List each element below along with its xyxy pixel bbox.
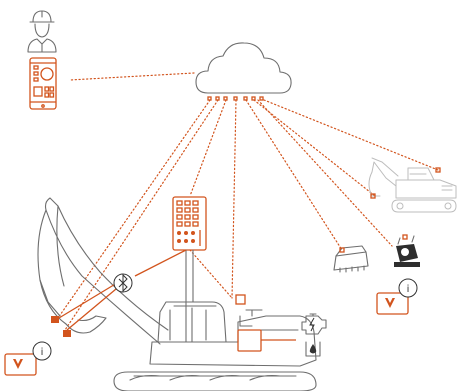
info-icon-left: i bbox=[41, 347, 44, 358]
mobile-app-icon bbox=[29, 57, 57, 110]
link-cloud-far-excavator-cab bbox=[263, 99, 439, 171]
link-cloud-attachment bbox=[64, 99, 219, 331]
bucket-attachment bbox=[333, 245, 369, 273]
cloud-ports bbox=[207, 96, 264, 101]
info-badge-left bbox=[4, 341, 52, 376]
link-cloud-controller bbox=[189, 99, 227, 197]
bluetooth-icon bbox=[113, 273, 133, 293]
machine-controller-icon bbox=[172, 196, 207, 251]
data-links bbox=[57, 72, 439, 331]
link-cloud-phone bbox=[69, 72, 195, 81]
plate-compactor bbox=[394, 234, 420, 267]
main-excavator bbox=[37, 197, 317, 391]
oil-drop-icon bbox=[305, 341, 321, 357]
link-cloud-bucket-sensor bbox=[57, 99, 211, 319]
info-badge-right bbox=[376, 278, 418, 315]
link-cloud-far-excavator bbox=[253, 99, 376, 197]
link-cloud-bucket bbox=[245, 99, 343, 251]
cloud-icon bbox=[195, 42, 292, 94]
far-excavator bbox=[368, 157, 457, 213]
link-controller-engine bbox=[189, 249, 233, 299]
engine-icon bbox=[301, 313, 327, 335]
info-icon-right: i bbox=[407, 284, 410, 295]
link-cloud-engine bbox=[231, 99, 237, 299]
construction-worker-icon bbox=[27, 10, 57, 53]
link-cloud-compactor bbox=[257, 99, 393, 247]
